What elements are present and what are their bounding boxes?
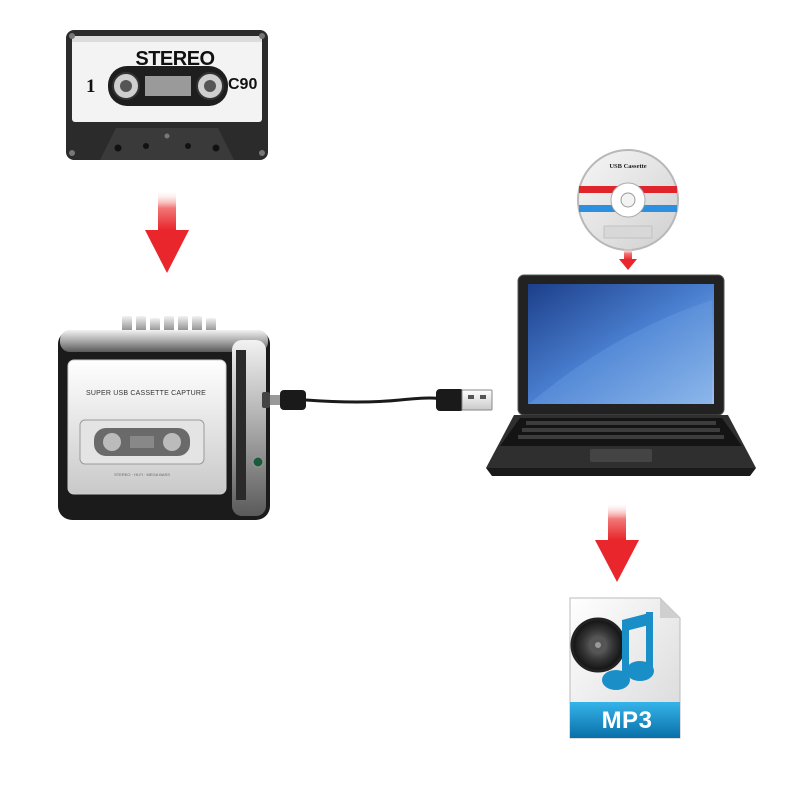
usb-cable [270,389,493,411]
cassette-brand-label: STEREO [135,48,215,70]
cassette-tape [66,30,268,160]
cassette-type-label: C90 [228,76,258,93]
arrow-down-1 [145,190,189,273]
mp3-format-label: MP3 [601,707,653,734]
usb-cassette-player: STEREO · HI-FI · MEGA BASS [58,316,270,520]
laptop [486,274,756,476]
player-caption: SUPER USB CASSETTE CAPTURE [86,390,206,397]
mp3-file-icon [569,597,681,739]
cd-label: USB Cassette [609,163,647,170]
installation-cd [577,149,679,251]
cassette-side-label: 1 [86,76,96,97]
svg-text:STEREO · HI-FI · MEGA BASS: STEREO · HI-FI · MEGA BASS [114,472,170,477]
arrow-down-2 [595,502,639,582]
arrow-down-small [619,248,637,270]
